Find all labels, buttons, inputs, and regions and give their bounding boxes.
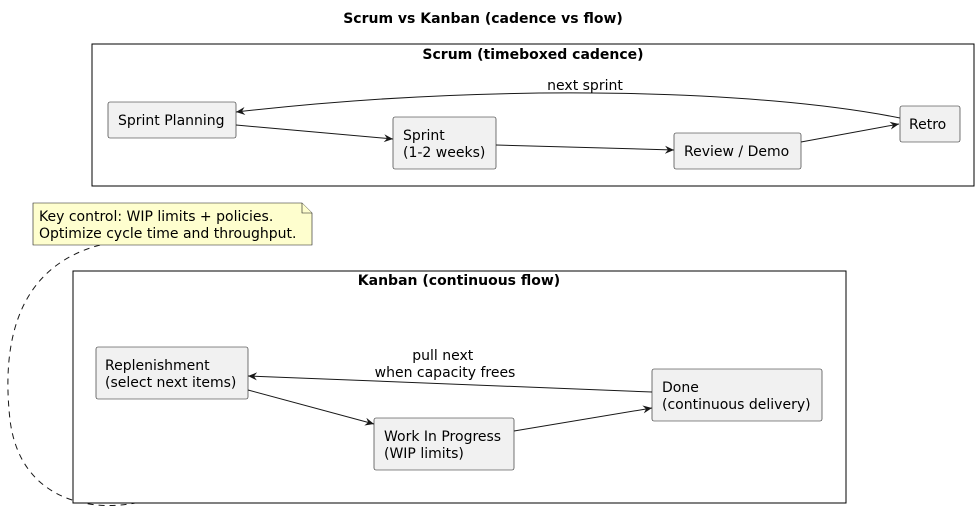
node-work-in-progress-line-2: (WIP limits) (384, 446, 464, 462)
node-sprint-line-1: Sprint (403, 128, 445, 144)
svg-text:Sprint (1-2 weeks): Sprint (1-2 weeks) (403, 128, 485, 161)
note-line-2: Optimize cycle time and throughput. (39, 226, 296, 242)
node-replenishment-line-2: (select next items) (105, 375, 236, 391)
edge-done-to-replenishment (247, 372, 653, 393)
svg-text:Retro: Retro (909, 117, 946, 133)
svg-text:Work In Progress (WIP li: Work In Progress (WIP limits) (384, 429, 506, 462)
edge-wip-to-done (513, 405, 653, 432)
svg-text:Done (continuous deliver: Done (continuous delivery) (662, 380, 811, 413)
node-replenishment-line-1: Replenishment (105, 358, 210, 374)
node-retro-line-1: Retro (909, 117, 946, 133)
node-work-in-progress: Work In Progress (WIP limits) (373, 417, 515, 471)
svg-text:Review / Demo: Review / Demo (684, 144, 789, 160)
scrum-frame: Scrum (timeboxed cadence) (91, 43, 975, 187)
edge-label-pull-next-line-2: when capacity frees (375, 365, 516, 381)
edge-retro-to-planning (235, 92, 901, 119)
node-review-demo: Review / Demo (673, 132, 802, 170)
node-sprint-line-2: (1-2 weeks) (403, 145, 485, 161)
node-done-line-1: Done (662, 380, 699, 396)
node-done: Done (continuous delivery) (651, 368, 823, 422)
edge-label-next-sprint: next sprint (547, 78, 623, 94)
edge-sprint-to-review (495, 144, 675, 154)
node-review-demo-line-1: Review / Demo (684, 144, 789, 160)
node-sprint-planning: Sprint Planning (107, 101, 237, 139)
edge-label-pull-next-line-1: pull next (412, 348, 474, 364)
edge-label-pull-next: pull next when capacity frees (375, 348, 516, 381)
edge-review-to-retro (800, 121, 900, 143)
node-retro: Retro (899, 105, 961, 143)
svg-text:Key control: WIP limits + poli: Key control: WIP limits + policies. Opti… (39, 209, 296, 242)
kanban-frame-title: Kanban (continuous flow) (358, 273, 560, 289)
diagram-title: Scrum vs Kanban (cadence vs flow) (343, 11, 623, 27)
edge-planning-to-sprint (235, 124, 394, 143)
node-done-line-2: (continuous delivery) (662, 397, 811, 413)
note-line-1: Key control: WIP limits + policies. (39, 209, 273, 225)
node-sprint: Sprint (1-2 weeks) (392, 116, 497, 170)
node-replenishment: Replenishment (select next items) (95, 346, 249, 400)
note-box: Key control: WIP limits + policies. Opti… (32, 202, 313, 246)
edge-replenishment-to-wip (247, 389, 375, 426)
node-work-in-progress-line-1: Work In Progress (384, 429, 501, 445)
svg-text:Sprint Planning: Sprint Planning (118, 113, 225, 129)
svg-text:Replenishment (select ne: Replenishment (select next items) (105, 358, 236, 391)
scrum-frame-title: Scrum (timeboxed cadence) (422, 47, 643, 63)
node-sprint-planning-line-1: Sprint Planning (118, 113, 225, 129)
